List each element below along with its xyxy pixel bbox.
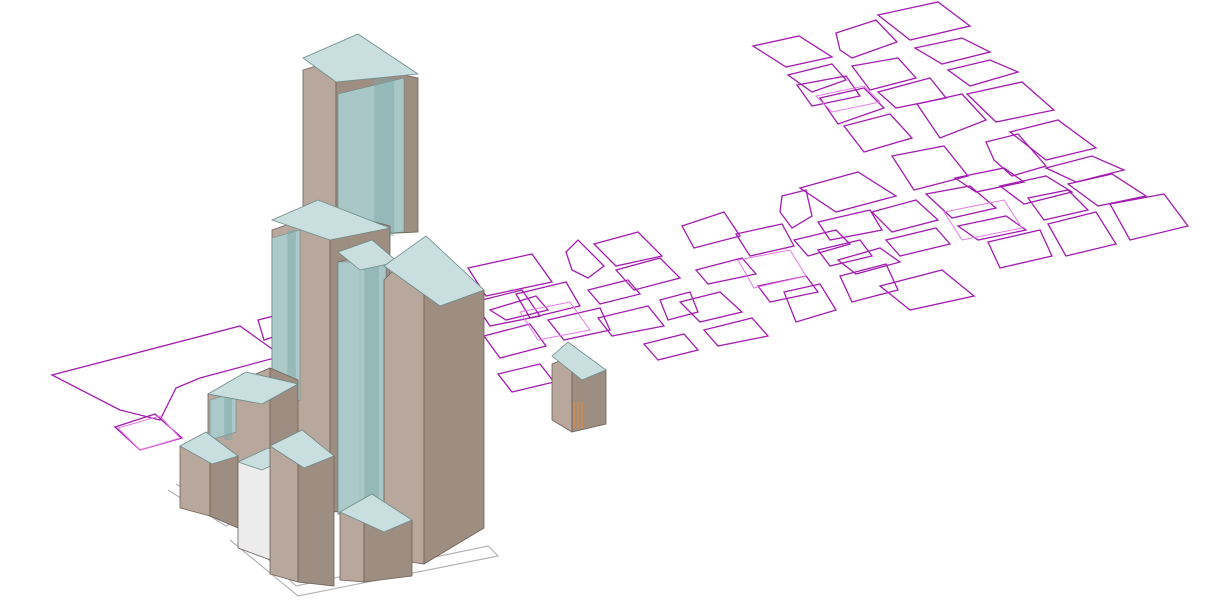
parcel-outline-4[interactable] (850, 57, 918, 91)
parcel-outline-25[interactable] (956, 215, 1028, 241)
parcel-outline-2[interactable] (876, 1, 972, 41)
parcel-outline-27[interactable] (798, 171, 898, 213)
parcel-outline-8[interactable] (876, 77, 948, 109)
building-main-tower-glass-shade (374, 78, 395, 236)
building-front-box-3-roof (339, 493, 413, 533)
parcel-outline-14[interactable] (890, 145, 970, 191)
building-small-detached-block-roof (551, 341, 607, 381)
parcel-outline-28[interactable] (816, 209, 884, 241)
building-front-box-2[interactable] (269, 429, 335, 587)
parcel-outline-47[interactable] (596, 305, 666, 337)
parcel-outline-23[interactable] (924, 185, 998, 219)
parcel-outline-24[interactable] (1026, 189, 1090, 221)
parcel-outline-48[interactable] (642, 333, 700, 361)
parcel-outline-3[interactable] (786, 63, 848, 93)
parcel-outline-9[interactable] (965, 81, 1056, 123)
parcel-outline-37[interactable] (681, 211, 742, 249)
building-front-left-box-roof (179, 431, 239, 465)
building-tall-east-block[interactable] (383, 235, 485, 565)
parcel-outline-57[interactable] (50, 325, 284, 421)
parcel-outline-18[interactable] (998, 175, 1074, 205)
parcel-outline-31[interactable] (792, 229, 852, 257)
building-tall-east-block-roof (383, 235, 485, 307)
building-west-podium-glass-shade (224, 392, 233, 440)
parcel-outline-34[interactable] (839, 263, 899, 303)
parcel-outline-6[interactable] (946, 59, 1020, 87)
parcel-outline-light-4[interactable] (117, 415, 181, 451)
building-glass-core[interactable] (337, 239, 399, 515)
building-front-box-2-roof (269, 429, 335, 469)
parcel-outline-40[interactable] (678, 291, 744, 323)
parcel-outline-30[interactable] (884, 227, 952, 257)
parcel-outline-13[interactable] (1008, 119, 1098, 161)
parcel-outline-light-3[interactable] (519, 301, 591, 341)
building-front-box-3[interactable] (339, 493, 413, 583)
building-main-tower-glass-face (337, 77, 405, 237)
parcel-outline-19[interactable] (1066, 173, 1148, 207)
parcel-outline-32[interactable] (836, 247, 902, 275)
parcel-outline-39[interactable] (694, 257, 758, 285)
parcel-outline-20[interactable] (1108, 193, 1190, 241)
parcel-outline-1[interactable] (835, 19, 899, 59)
parcel-outline-46[interactable] (586, 279, 642, 305)
parcel-outline-35[interactable] (783, 283, 837, 323)
parcel-outline-56[interactable] (488, 295, 550, 321)
parcel-outline-7[interactable] (795, 75, 862, 107)
parcel-outline-43[interactable] (592, 231, 664, 267)
parcel-outline-44[interactable] (565, 239, 605, 279)
building-glass-core-glass-shade (364, 262, 379, 514)
parcel-outline-12[interactable] (915, 93, 988, 139)
parcel-outline-light-2[interactable] (737, 249, 807, 289)
parcel-outline-layer (50, 1, 1190, 451)
parcel-outline-0[interactable] (751, 35, 834, 68)
parcel-outline-53[interactable] (482, 323, 548, 359)
parcel-outline-36[interactable] (816, 239, 874, 267)
parcel-outline-light-1[interactable] (943, 199, 1023, 241)
parcel-outline-54[interactable] (496, 363, 556, 393)
building-mid-podium-glass-shade (287, 230, 296, 406)
parcel-outline-29[interactable] (870, 199, 940, 233)
parcel-outline-5[interactable] (913, 37, 992, 65)
parcel-outline-26[interactable] (779, 189, 813, 229)
building-mid-podium-roof (270, 199, 392, 241)
parcel-outline-11[interactable] (842, 113, 914, 153)
parcel-outline-15[interactable] (953, 167, 1026, 193)
parcel-outline-22[interactable] (987, 229, 1053, 269)
building-main-tower-roof (302, 33, 420, 83)
parcel-outline-light-layer (117, 85, 1023, 451)
parcel-outline-52[interactable] (514, 281, 582, 319)
parcel-outline-16[interactable] (985, 133, 1048, 177)
building-small-detached-block[interactable] (551, 341, 607, 433)
parcel-outline-light-0[interactable] (814, 85, 882, 113)
parcel-outline-17[interactable] (1044, 155, 1127, 183)
parcel-outline-33[interactable] (878, 269, 976, 311)
parcel-outline-45[interactable] (614, 257, 682, 291)
building-west-podium-roof (206, 371, 300, 405)
parcel-outline-55[interactable] (546, 307, 611, 341)
building-mid-podium-glass-face (271, 229, 301, 407)
parcel-outline-21[interactable] (1047, 211, 1118, 257)
building-massing-layer[interactable] (179, 33, 607, 587)
parcel-outline-49[interactable] (659, 291, 699, 321)
building-main-tower[interactable] (302, 33, 420, 247)
parcel-outline-41[interactable] (702, 317, 770, 347)
parcel-outline-38[interactable] (734, 223, 795, 257)
building-front-left-box[interactable] (179, 431, 239, 529)
parcel-outline-10[interactable] (818, 87, 886, 125)
